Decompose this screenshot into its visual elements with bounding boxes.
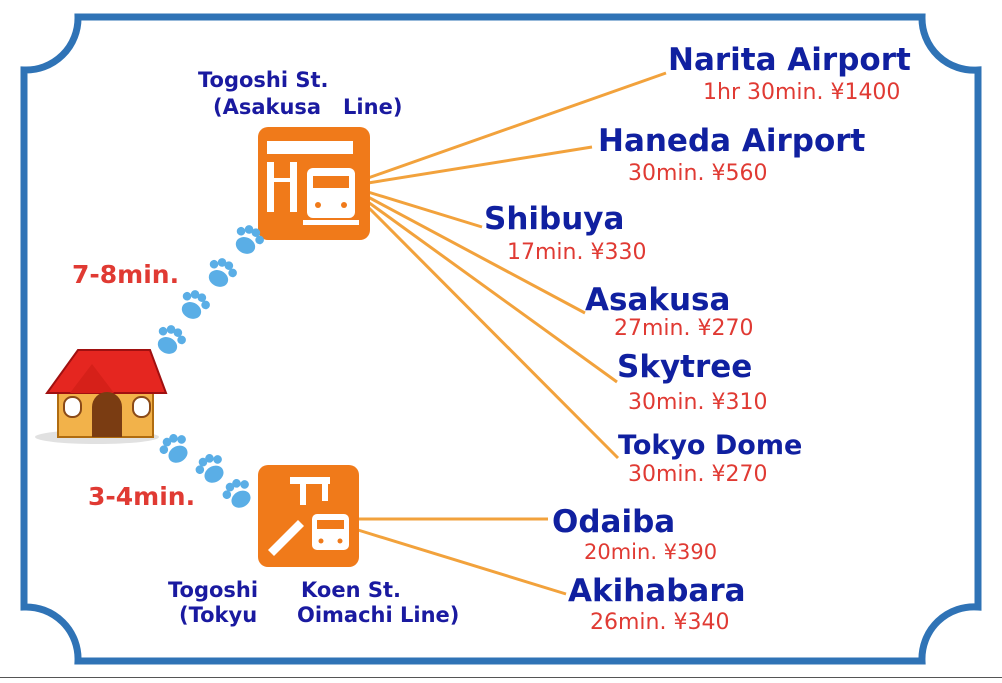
togoshi-koen-station-name-b: Koen St. xyxy=(301,578,401,602)
togoshi-koen-route-lines xyxy=(357,517,567,596)
destination-shibuya-info: 17min. ¥330 xyxy=(507,240,647,265)
destination-skytree-info: 30min. ¥310 xyxy=(628,390,768,415)
togoshi-koen-station-name-a: Togoshi xyxy=(168,578,259,602)
destination-skytree-name: Skytree xyxy=(617,349,753,385)
route-line-skytree xyxy=(367,200,618,384)
destination-narita-info: 1hr 30min. ¥1400 xyxy=(703,80,901,105)
destination-narita-name: Narita Airport xyxy=(668,42,911,78)
destination-asakusa-info: 27min. ¥270 xyxy=(614,316,754,341)
route-line-shibuya xyxy=(367,190,483,229)
route-line-asakusa xyxy=(367,195,586,315)
destination-odaiba-info: 20min. ¥390 xyxy=(584,540,718,564)
walk-time-togoshi-koen: 3-4min. xyxy=(88,482,196,511)
destination-tokyo-dome-name: Tokyo Dome xyxy=(618,430,803,461)
route-line-akihabara xyxy=(357,528,567,596)
destination-tokyo-dome-info: 30min. ¥270 xyxy=(628,462,768,487)
destination-shibuya-name: Shibuya xyxy=(484,201,625,237)
togoshi-koen-station-line-a: (Tokyu xyxy=(179,603,258,627)
route-line-tokyo-dome xyxy=(366,205,620,460)
destination-haneda-name: Haneda Airport xyxy=(598,123,866,159)
togoshi-station-name: Togoshi St. xyxy=(198,68,329,92)
destination-akihabara-name: Akihabara xyxy=(568,573,746,609)
bottom-divider xyxy=(0,677,1002,678)
house-icon xyxy=(35,349,168,444)
walk-time-togoshi: 7-8min. xyxy=(72,260,180,289)
route-line-narita xyxy=(367,71,667,180)
togoshi-station-icon xyxy=(258,127,370,240)
togoshi-koen-station-line-b: Oimachi Line) xyxy=(297,603,460,627)
route-line-haneda xyxy=(367,145,593,185)
togoshi-station-line: (Asakusa Line) xyxy=(213,95,403,119)
destination-asakusa-name: Asakusa xyxy=(585,282,731,318)
togoshi-route-lines xyxy=(366,71,667,460)
destination-akihabara-info: 26min. ¥340 xyxy=(590,610,730,635)
destination-haneda-info: 30min. ¥560 xyxy=(628,161,768,186)
togoshi-koen-station-icon xyxy=(258,465,359,567)
destination-odaiba-name: Odaiba xyxy=(552,504,676,540)
